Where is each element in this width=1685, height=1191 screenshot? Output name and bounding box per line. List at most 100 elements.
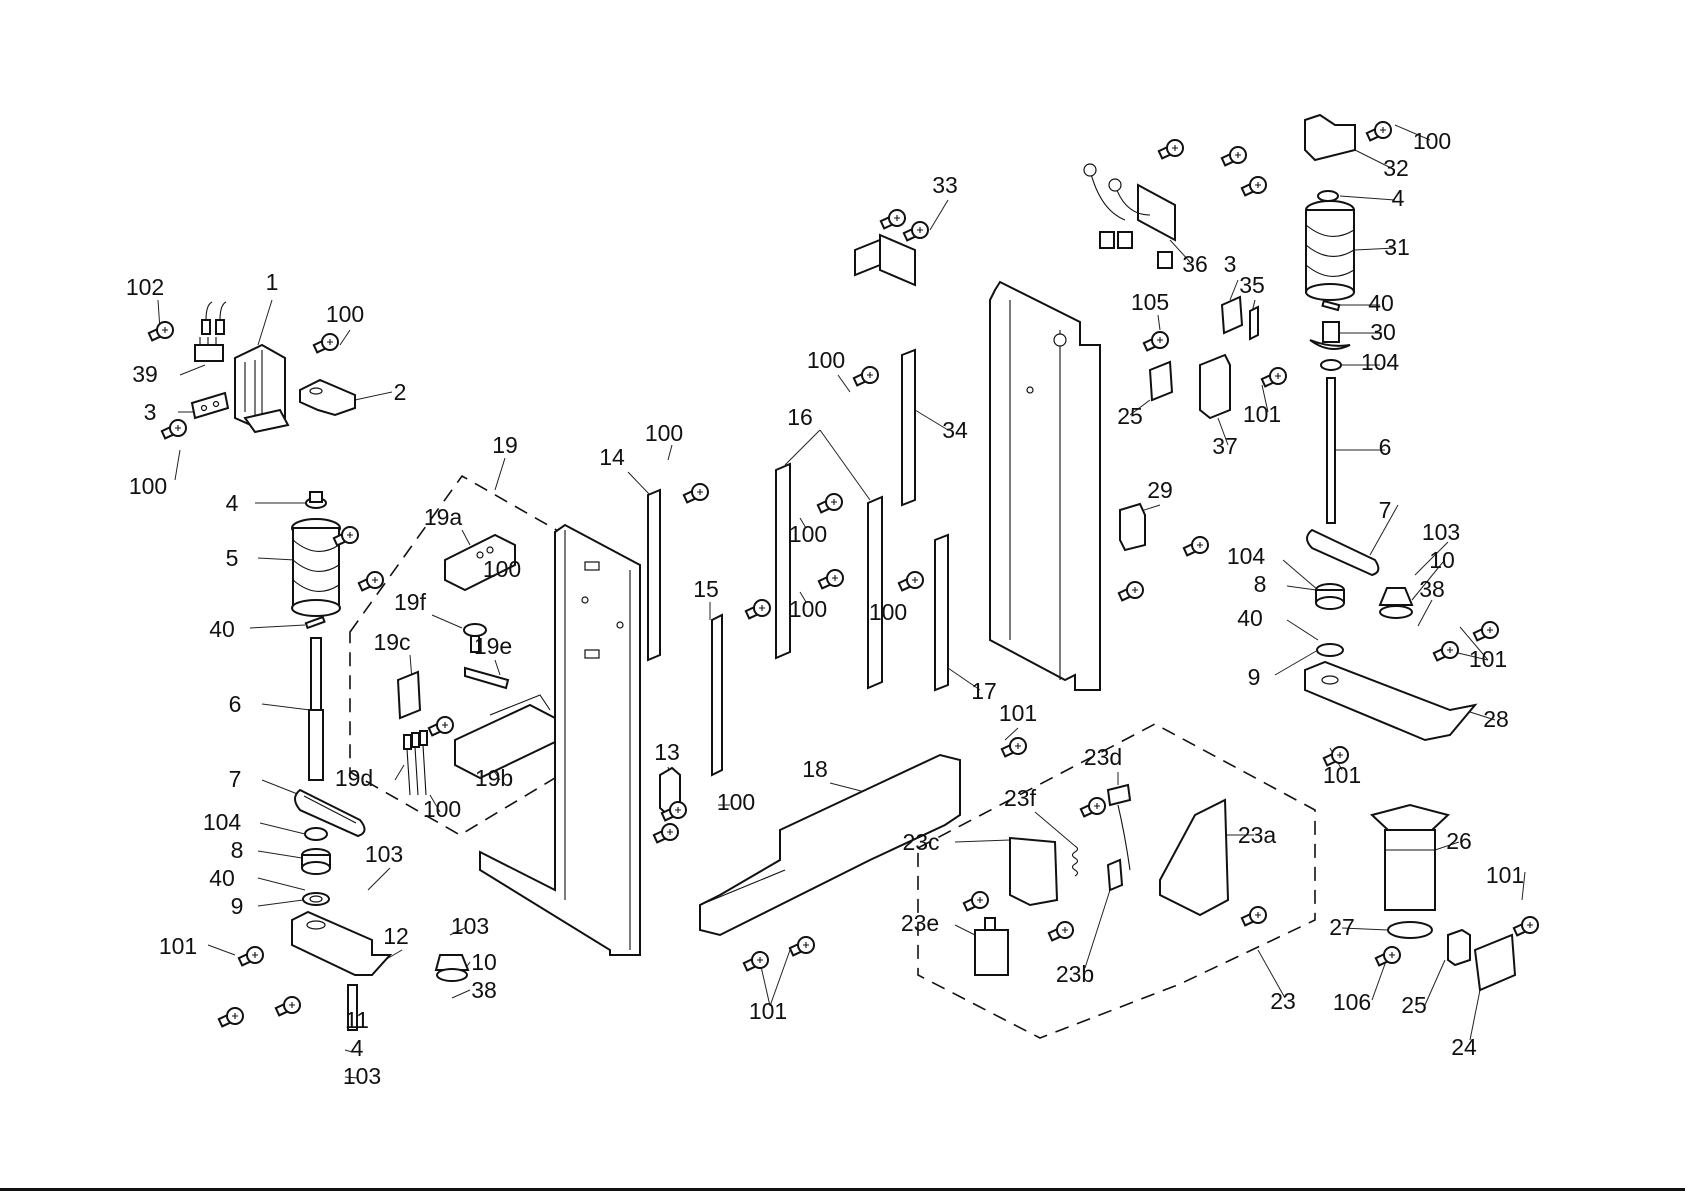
- callout-label-101: 101: [1243, 401, 1281, 427]
- callout-label-38: 38: [471, 977, 497, 1003]
- callout-label-19a: 19a: [424, 504, 463, 530]
- part-5-helical-cam: [291, 518, 341, 617]
- leader-line: [837, 374, 851, 393]
- leader-line: [1354, 247, 1396, 251]
- leader-line: [1004, 727, 1019, 741]
- callout-label-103: 103: [343, 1063, 381, 1089]
- callout-label-101: 101: [749, 998, 787, 1024]
- callout-label-105: 105: [1131, 289, 1169, 315]
- callout-label-40: 40: [209, 616, 235, 642]
- leader-line: [1459, 626, 1489, 661]
- callout-label-35: 35: [1239, 272, 1265, 298]
- part-7-belt-right: [1306, 528, 1380, 577]
- frame-rear-plate: [989, 280, 1101, 691]
- leader-line: [207, 944, 236, 956]
- callout-label-100: 100: [717, 789, 755, 815]
- leader-line: [179, 364, 206, 376]
- part-26-motor: [1369, 803, 1451, 911]
- callout-label-6: 6: [229, 691, 242, 717]
- leader-line: [1521, 871, 1526, 901]
- leader-line: [461, 529, 471, 546]
- callout-label-10: 10: [471, 949, 497, 975]
- part-16-rail-left: [775, 462, 791, 660]
- leader-line: [494, 659, 501, 676]
- leader-line: [819, 429, 871, 501]
- leader-line: [257, 877, 306, 891]
- callout-label-17: 17: [971, 678, 997, 704]
- callout-label-23b: 23b: [1056, 961, 1094, 987]
- screw-icon: [817, 569, 844, 590]
- leader-line: [954, 924, 976, 936]
- callout-label-19c: 19c: [373, 629, 410, 655]
- leader-line: [1169, 239, 1191, 263]
- callout-label-7: 7: [229, 766, 242, 792]
- leader-line: [929, 199, 949, 231]
- callout-label-23f: 23f: [1004, 785, 1037, 811]
- screw-icon: [147, 321, 174, 342]
- part-28-bracket: [1304, 660, 1478, 742]
- screw-icon: [217, 1007, 244, 1028]
- part-31-helical-cam: [1305, 200, 1355, 301]
- part-32-bracket: [1304, 113, 1356, 162]
- callout-label-31: 31: [1384, 234, 1410, 260]
- part-23b-actuator: [1106, 858, 1124, 892]
- screw-icon: [1142, 331, 1169, 352]
- leader-line: [1414, 541, 1449, 576]
- part-10-gear-right: [1378, 587, 1414, 619]
- part-2-bracket: [299, 378, 356, 417]
- leader-line: [1339, 195, 1396, 201]
- callout-label-30: 30: [1370, 319, 1396, 345]
- callout-label-19f: 19f: [394, 589, 427, 615]
- leader-line: [1417, 599, 1433, 627]
- leader-line: [367, 867, 391, 891]
- callout-label-25: 25: [1117, 403, 1143, 429]
- screw-icon: [1260, 367, 1287, 388]
- part-40-pin-right: [1321, 299, 1341, 312]
- part-15-rail: [711, 613, 723, 777]
- page-bottom-border: [0, 1188, 1685, 1191]
- callout-label-8: 8: [231, 837, 244, 863]
- callout-label-16: 16: [787, 404, 813, 430]
- leader-line: [174, 449, 181, 481]
- callout-label-100: 100: [483, 556, 521, 582]
- callout-label-32: 32: [1383, 155, 1409, 181]
- leader-line: [784, 429, 821, 466]
- leader-line: [1282, 559, 1319, 591]
- leader-line: [799, 591, 807, 603]
- screw-icon: [682, 483, 709, 504]
- leader-line: [257, 557, 296, 561]
- leader-line: [1034, 811, 1076, 847]
- callout-label-106: 106: [1333, 989, 1371, 1015]
- part-6-shaft-right: [1326, 377, 1336, 524]
- callout-label-8: 8: [1254, 571, 1267, 597]
- leader-line: [1469, 989, 1481, 1041]
- callout-label-100: 100: [326, 301, 364, 327]
- callout-label-36: 36: [1182, 251, 1208, 277]
- part-23c-bracket: [1009, 836, 1059, 907]
- callout-label-100: 100: [869, 599, 907, 625]
- leader-line: [1257, 949, 1286, 999]
- callout-label-25: 25: [1401, 992, 1427, 1018]
- screw-icon: [1432, 641, 1459, 662]
- leader-line: [339, 329, 351, 346]
- callout-label-19b: 19b: [475, 765, 513, 791]
- part-6-shaft: [308, 637, 324, 781]
- part-19b-slider: [454, 694, 556, 780]
- callout-label-103: 103: [365, 841, 403, 867]
- leader-line: [829, 782, 866, 793]
- part-25-sensor-upper: [1148, 360, 1174, 402]
- screw-icon: [1365, 121, 1392, 142]
- callout-label-18: 18: [802, 756, 828, 782]
- callout-label-103: 103: [1422, 519, 1460, 545]
- screw-icon: [1240, 906, 1267, 927]
- leader-line: [1286, 619, 1319, 641]
- callout-label-14: 14: [599, 444, 625, 470]
- callout-label-101: 101: [159, 933, 197, 959]
- leader-line: [1261, 384, 1269, 413]
- part-19f-screw: [463, 623, 487, 653]
- part-23f-spring: [1071, 845, 1079, 877]
- callout-label-100: 100: [645, 420, 683, 446]
- callout-label-34: 34: [942, 417, 968, 443]
- screw-icon: [1000, 737, 1027, 758]
